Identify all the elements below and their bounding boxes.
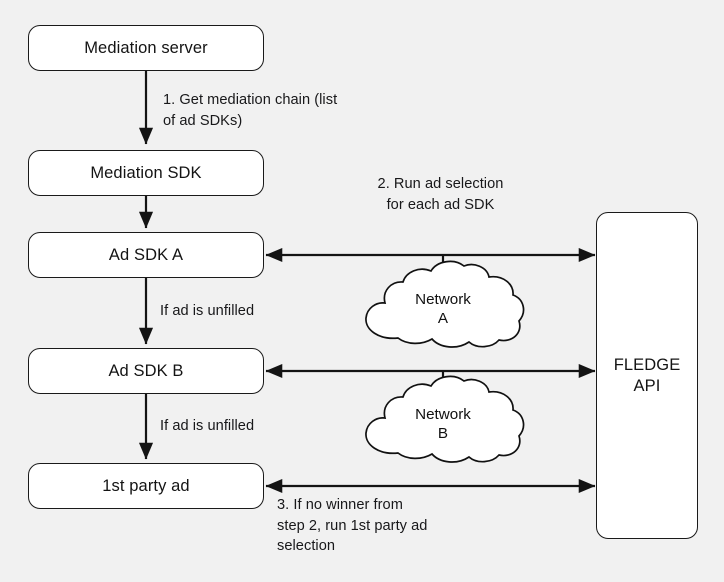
edge-label-ad-unfilled-a: If ad is unfilled (160, 303, 255, 319)
node-mediation-sdk[interactable]: Mediation SDK (28, 150, 264, 196)
edge-label-step-3: 3. If no winner from step 2, run 1st par… (277, 497, 428, 555)
edge-label-ad-unfilled-b: If ad is unfilled (160, 418, 255, 434)
edge-label-step-2: 2. Run ad selection for each ad SDK (377, 176, 504, 213)
node-fledge-api[interactable]: FLEDGE API (596, 212, 698, 539)
network-b-cloud-shape (365, 375, 525, 463)
node-ad-sdk-b[interactable]: Ad SDK B (28, 348, 264, 394)
node-mediation-server[interactable]: Mediation server (28, 25, 264, 71)
node-first-party-ad-label: 1st party ad (102, 476, 190, 495)
node-mediation-sdk-label: Mediation SDK (90, 163, 202, 182)
node-ad-sdk-a-label: Ad SDK A (108, 245, 184, 264)
network-a-cloud-shape (365, 260, 525, 348)
edge-label-step-1: 1. Get mediation chain (list of ad SDKs) (163, 92, 338, 129)
node-ad-sdk-b-label: Ad SDK B (108, 361, 184, 380)
node-fledge-api-label: FLEDGE API (613, 355, 681, 395)
node-first-party-ad[interactable]: 1st party ad (28, 463, 264, 509)
node-ad-sdk-a[interactable]: Ad SDK A (28, 232, 264, 278)
node-mediation-server-label: Mediation server (84, 38, 208, 57)
